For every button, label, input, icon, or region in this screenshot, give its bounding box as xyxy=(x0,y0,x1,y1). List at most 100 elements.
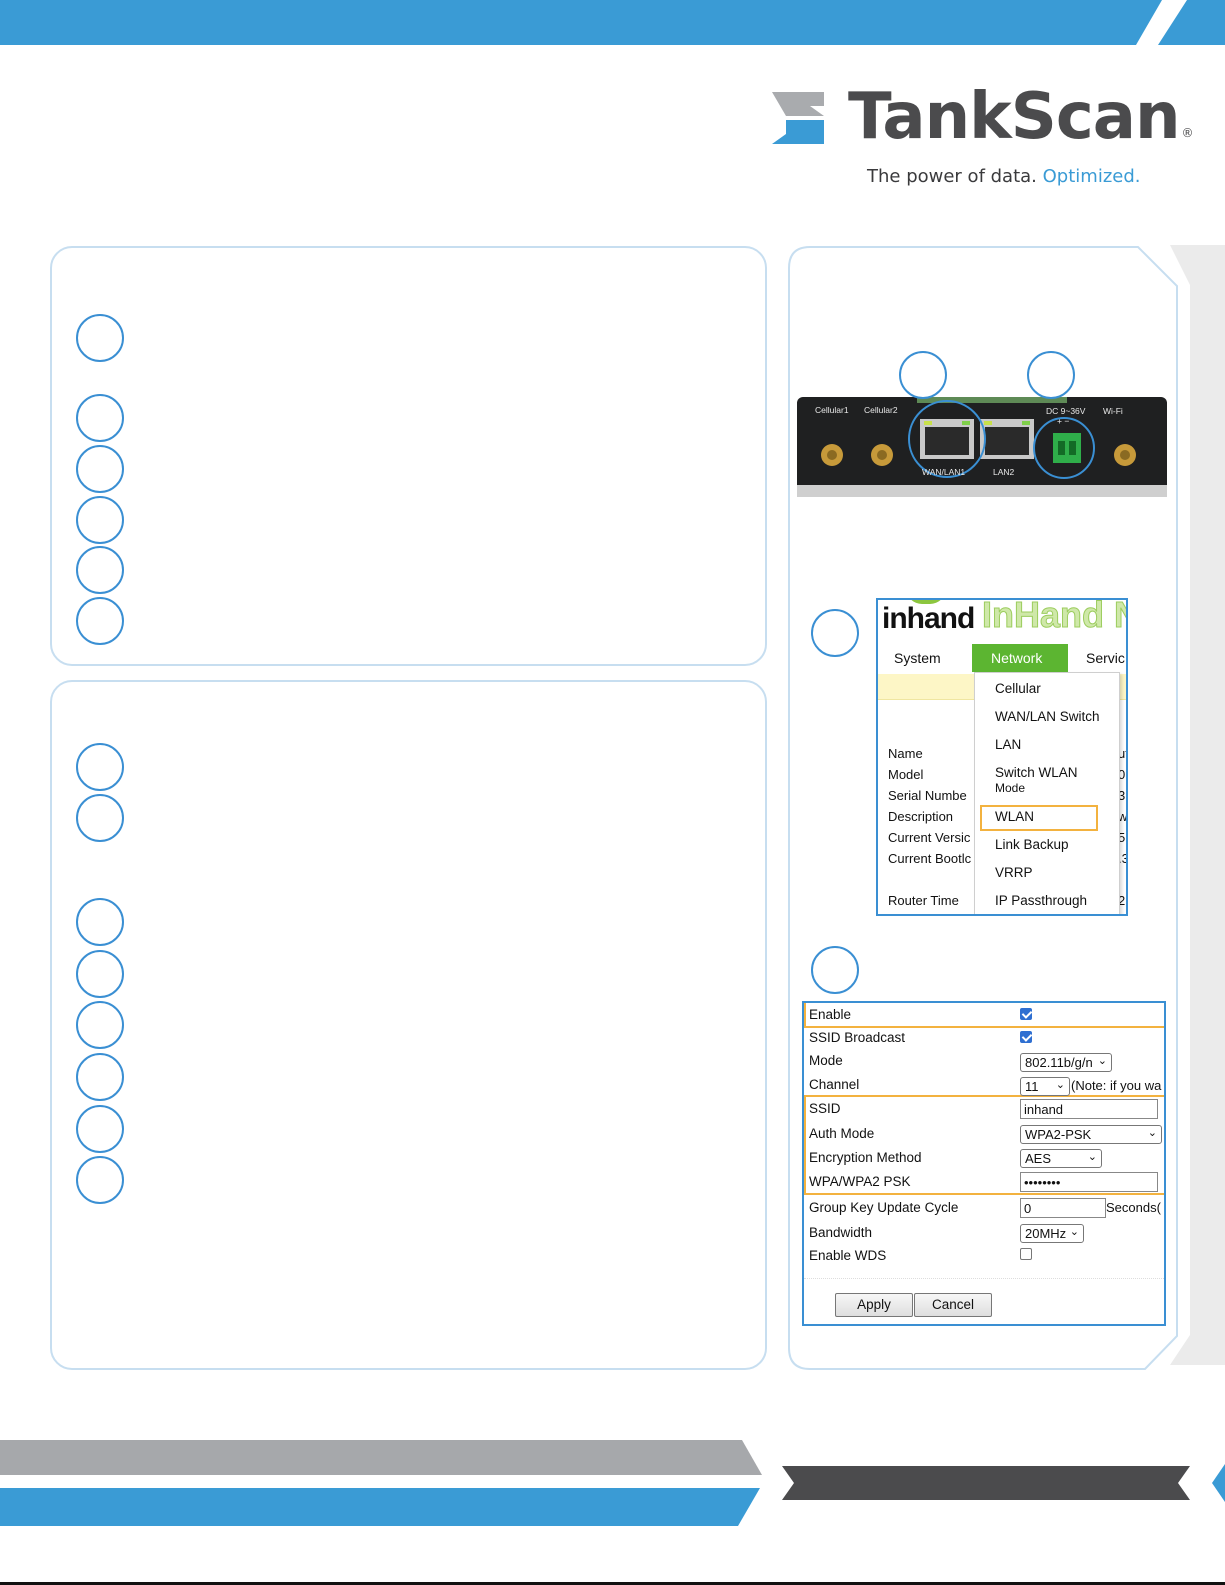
info-value: ut xyxy=(1118,746,1128,761)
info-value: .3 xyxy=(1118,851,1128,866)
step-circle xyxy=(76,794,124,842)
label-wan-lan1: WAN/LAN1 xyxy=(922,467,966,477)
ssid-broadcast-checkbox[interactable] xyxy=(1020,1031,1032,1043)
label-group-key: Group Key Update Cycle xyxy=(809,1200,959,1215)
label-enable: Enable xyxy=(809,1007,852,1022)
cancel-button[interactable]: Cancel xyxy=(914,1293,992,1317)
step-circle xyxy=(76,597,124,645)
info-value: 5 xyxy=(1118,830,1126,845)
step-circle xyxy=(76,1105,124,1153)
step-circle xyxy=(76,445,124,493)
label-enable-wds: Enable WDS xyxy=(809,1248,887,1263)
network-dropdown: Cellular WAN/LAN Switch LAN Switch WLAN … xyxy=(974,672,1120,914)
right-panel xyxy=(788,246,1178,1370)
menu-item-link-backup[interactable]: Link Backup xyxy=(995,837,1069,852)
chevron-down-icon: ⌄ xyxy=(1147,1127,1157,1139)
info-value: w xyxy=(1118,809,1128,824)
nav-network[interactable]: Network xyxy=(972,644,1068,672)
label-polarity: + − xyxy=(1057,416,1070,426)
nav-system[interactable]: System xyxy=(894,650,941,666)
info-value: 0 xyxy=(1118,767,1126,782)
label-wifi: Wi-Fi xyxy=(1103,406,1123,416)
inhand-logo: inhand xyxy=(882,602,975,635)
step-circle xyxy=(811,946,859,994)
mode-select[interactable]: 802.11b/g/n⌄ xyxy=(1020,1053,1112,1072)
enable-checkbox[interactable] xyxy=(1020,1008,1032,1020)
logo-wordmark: TankScan® xyxy=(848,80,1194,154)
menu-item-cellular[interactable]: Cellular xyxy=(995,681,1041,696)
ssid-security-highlight xyxy=(804,1095,1164,1195)
label-lan2: LAN2 xyxy=(993,467,1015,477)
bandwidth-select[interactable]: 20MHz⌄ xyxy=(1020,1224,1084,1243)
group-key-unit: Seconds( xyxy=(1106,1200,1161,1215)
network-menu-screenshot: inhand InHand N System Network Servic Na… xyxy=(876,598,1128,916)
chevron-down-icon: ⌄ xyxy=(1087,1151,1097,1163)
step-circle xyxy=(76,898,124,946)
chevron-down-icon: ⌄ xyxy=(1069,1226,1079,1238)
bottom-rule xyxy=(0,1582,1225,1585)
side-strip xyxy=(1170,245,1225,1365)
info-value: 2 xyxy=(1118,893,1126,908)
label-wpa-psk: WPA/WPA2 PSK xyxy=(809,1174,911,1189)
label-channel: Channel xyxy=(809,1077,860,1092)
step-circle xyxy=(76,394,124,442)
ssid-input[interactable]: inhand xyxy=(1020,1099,1158,1119)
step-circle xyxy=(1027,351,1075,399)
form-separator xyxy=(804,1278,1164,1279)
info-value: 3( xyxy=(1118,788,1126,803)
label-ssid-broadcast: SSID Broadcast xyxy=(809,1030,906,1045)
menu-item-vrrp[interactable]: VRRP xyxy=(995,865,1033,880)
step-circle xyxy=(76,950,124,998)
label-ssid: SSID xyxy=(809,1101,841,1116)
wpa-psk-input[interactable]: •••••••• xyxy=(1020,1172,1158,1192)
wlan-form-screenshot: Enable SSID Broadcast Mode 802.11b/g/n⌄ … xyxy=(802,1001,1166,1326)
nav-services[interactable]: Servic xyxy=(1086,650,1125,666)
auth-mode-select[interactable]: WPA2-PSK⌄ xyxy=(1020,1125,1162,1144)
step-circle xyxy=(76,1156,124,1204)
menu-item-wlan[interactable]: WLAN xyxy=(995,809,1035,824)
encryption-method-select[interactable]: AES⌄ xyxy=(1020,1149,1102,1168)
info-description: Description xyxy=(888,809,954,824)
label-cellular2: Cellular2 xyxy=(864,405,898,415)
label-auth-mode: Auth Mode xyxy=(809,1126,875,1141)
step-circle xyxy=(76,743,124,791)
menu-item-lan[interactable]: LAN xyxy=(995,737,1022,752)
info-bootloader: Current Bootlc xyxy=(888,851,972,866)
inhand-title: InHand N xyxy=(982,598,1128,636)
channel-select[interactable]: 11⌄ xyxy=(1020,1077,1070,1096)
label-cellular1: Cellular1 xyxy=(815,405,849,415)
info-version: Current Versic xyxy=(888,830,971,845)
nav-bar: System Network Servic xyxy=(878,644,1126,672)
step-circle xyxy=(76,314,124,362)
label-mode: Mode xyxy=(809,1053,843,1068)
step-circle xyxy=(76,546,124,594)
tankscan-logo-icon xyxy=(772,92,824,144)
steps-panel-1 xyxy=(50,246,767,666)
chevron-down-icon: ⌄ xyxy=(1055,1079,1065,1091)
menu-item-switch-wlan-mode: Mode xyxy=(995,781,1026,795)
label-dc-power: DC 9~36V xyxy=(1046,406,1086,416)
step-circle xyxy=(899,351,947,399)
apply-button[interactable]: Apply xyxy=(835,1293,913,1317)
group-key-input[interactable]: 0 xyxy=(1020,1198,1106,1218)
info-serial: Serial Numbe xyxy=(888,788,967,803)
enable-highlight xyxy=(804,1003,1164,1028)
steps-panel-2 xyxy=(50,680,767,1370)
router-photo: Cellular1 Cellular2 DC 9~36V + − Wi-Fi W… xyxy=(797,397,1167,501)
menu-item-ip-passthrough[interactable]: IP Passthrough xyxy=(995,893,1088,908)
label-bandwidth: Bandwidth xyxy=(809,1225,873,1240)
channel-note: (Note: if you wa xyxy=(1071,1078,1162,1093)
step-circle xyxy=(76,1053,124,1101)
step-circle xyxy=(76,496,124,544)
enable-wds-checkbox[interactable] xyxy=(1020,1248,1032,1260)
menu-item-wan-lan-switch[interactable]: WAN/LAN Switch xyxy=(995,709,1100,724)
step-circle xyxy=(76,1001,124,1049)
info-name: Name xyxy=(888,746,923,761)
wlan-highlight xyxy=(980,805,1098,831)
tagline: The power of data. Optimized. xyxy=(867,166,1141,187)
tankscan-logo: TankScan® The power of data. Optimized. xyxy=(772,80,1194,196)
label-encryption-method: Encryption Method xyxy=(809,1150,922,1165)
info-router-time: Router Time xyxy=(888,893,959,908)
menu-item-switch-wlan[interactable]: Switch WLAN xyxy=(995,765,1078,780)
top-banner xyxy=(0,0,1225,45)
